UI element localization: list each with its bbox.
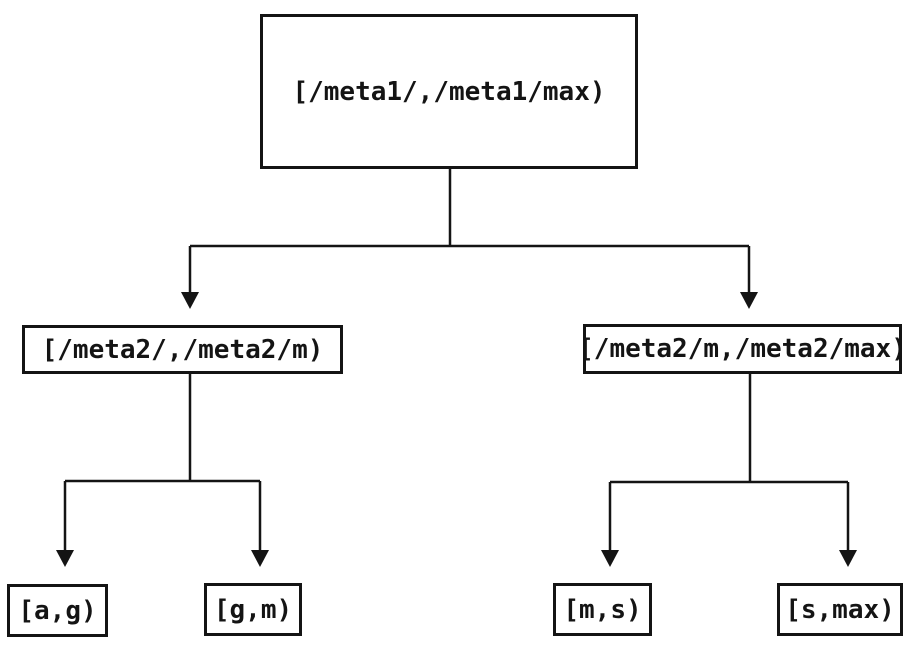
node-left-child-label: [/meta2/,/meta2/m) (41, 334, 324, 365)
node-left-child: [/meta2/,/meta2/m) (22, 325, 343, 374)
node-leaf-ag-label: [a,g) (18, 595, 97, 626)
node-root-label: [/meta1/,/meta1/max) (292, 76, 606, 107)
arrowhead-to-leaf-3 (601, 550, 619, 567)
arrowhead-to-left-child (181, 292, 199, 309)
node-leaf-smax-label: [s,max) (785, 594, 895, 625)
node-leaf-ms-label: [m,s) (563, 594, 642, 625)
node-right-child: [/meta2/m,/meta2/max) (578, 324, 907, 374)
arrowhead-to-leaf-2 (251, 550, 269, 567)
arrowhead-to-leaf-1 (56, 550, 74, 567)
node-leaf-ms: [m,s) (553, 583, 652, 636)
node-leaf-smax: [s,max) (777, 583, 903, 636)
node-leaf-gm-label: [g,m) (213, 594, 293, 625)
node-leaf-ag: [a,g) (7, 584, 108, 637)
node-leaf-gm: [g,m) (204, 583, 302, 636)
node-right-child-label: [/meta2/m,/meta2/max) (578, 334, 907, 364)
arrowhead-to-leaf-4 (839, 550, 857, 567)
arrowhead-to-right-child (740, 292, 758, 309)
node-root: [/meta1/,/meta1/max) (260, 14, 638, 169)
